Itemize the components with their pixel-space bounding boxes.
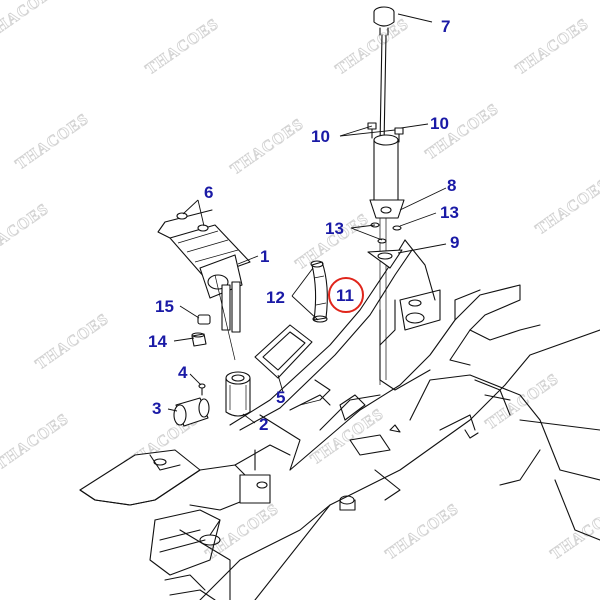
watermark-text: THACOES [203,500,283,563]
watermark-text: THACOES [533,175,600,238]
callout-15: 15 [155,297,174,316]
part-5-cover [254,324,313,379]
callout-12: 12 [266,288,285,307]
callout-2: 2 [259,415,268,434]
callout-14: 14 [148,332,167,351]
part-15-fitting [197,314,211,325]
part-11-hose [310,260,328,323]
highlight-circle [328,277,364,313]
watermark-text: THACOES [0,0,62,43]
part-3-filter-head [173,397,210,427]
watermark-text: THACOES [513,15,593,78]
watermark-text: THACOES [548,500,600,563]
part-8-filler-tube [369,134,405,385]
part-9-flange-gasket [367,249,403,269]
callout-1: 1 [260,247,269,266]
callout-10-left: 10 [311,127,330,146]
part-1-sender-plate [157,209,251,361]
watermark-layer: THACOES THACOES THACOES THACOES THACOES … [0,0,600,564]
part-2-filter [225,371,251,417]
callout-8: 8 [447,176,456,195]
callout-5: 5 [276,388,285,407]
watermark-text: THACOES [0,200,52,263]
watermark-text: THACOES [383,500,463,563]
part-7-cap-dipstick [373,6,395,146]
part-4-bolt [198,383,206,396]
watermark-text: THACOES [13,110,93,173]
watermark-text: THACOES [143,15,223,78]
callout-4: 4 [178,363,188,382]
callout-3: 3 [152,399,161,418]
callout-11: 11 [336,286,354,305]
watermark-text: THACOES [308,405,388,468]
watermark-text: THACOES [333,15,413,78]
callout-labels: 7 10 10 8 13 13 9 6 1 12 11 15 14 4 3 5 … [148,17,459,434]
left-step-plate [79,444,401,600]
watermark-text: THACOES [33,310,113,373]
callout-10-right: 10 [430,114,449,133]
part-14-fitting [191,332,207,347]
watermark-text: THACOES [228,115,308,178]
leader-lines [167,13,447,424]
callout-13-left: 13 [325,219,344,238]
callout-9: 9 [450,233,459,252]
callout-6: 6 [204,183,213,202]
callout-13-right: 13 [440,203,459,222]
callout-7: 7 [441,17,450,36]
watermark-text: THACOES [0,410,72,473]
part-6-screws [176,212,209,232]
